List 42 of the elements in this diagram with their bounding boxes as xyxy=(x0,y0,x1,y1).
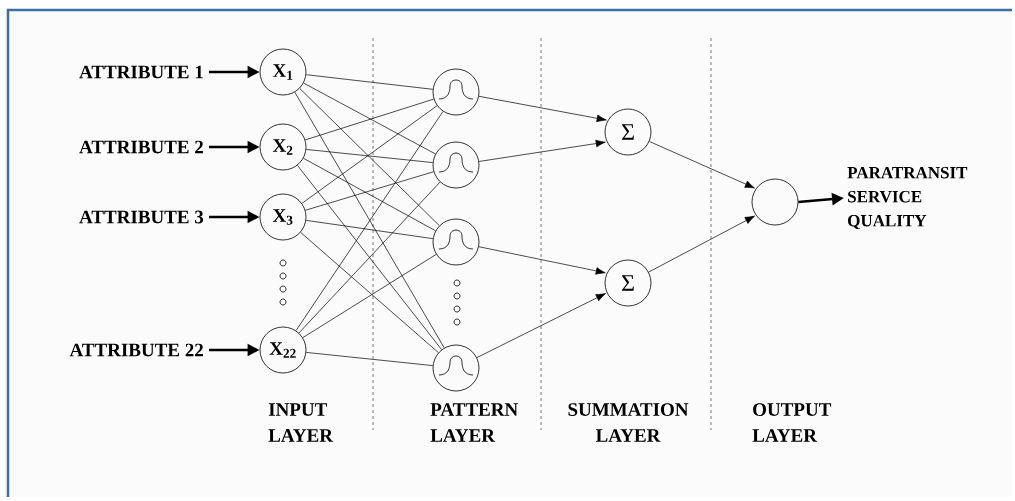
attribute-label: ATTRIBUTE 2 xyxy=(79,140,203,154)
connection-line xyxy=(302,254,437,338)
connection-line xyxy=(305,352,434,366)
arrow xyxy=(478,95,607,123)
input-neuron: X$_{1}$ xyxy=(259,48,307,96)
layer-label: OUTPUT LAYER xyxy=(752,403,832,442)
connection-line xyxy=(297,165,442,350)
arrow xyxy=(476,293,606,358)
arrow xyxy=(648,215,755,273)
input-neuron: X$_{22}$ xyxy=(259,326,307,374)
connection-line xyxy=(305,74,434,90)
layer-label: INPUT LAYER xyxy=(268,403,334,442)
connection-line xyxy=(305,220,434,239)
pattern-neuron xyxy=(432,68,480,116)
arrow xyxy=(649,141,755,189)
attribute-label: ATTRIBUTE 22 xyxy=(69,343,203,357)
connection-line xyxy=(295,111,444,331)
summation-neuron: Σ xyxy=(604,108,652,156)
input-neuron: X$_{3}$ xyxy=(259,193,307,241)
pattern-neuron xyxy=(432,344,480,392)
output-label: PARATRANSIT SERVICE QUALITY xyxy=(847,167,968,229)
attribute-label: ATTRIBUTE 1 xyxy=(79,65,203,79)
attribute-label: ATTRIBUTE 3 xyxy=(79,210,204,224)
output-neuron xyxy=(751,178,799,226)
arrow xyxy=(478,246,606,275)
connection-line xyxy=(298,181,441,334)
connection-line xyxy=(305,171,434,211)
pattern-neuron xyxy=(432,218,480,266)
connection-line xyxy=(301,105,438,204)
connection-line xyxy=(299,88,440,226)
connection-line xyxy=(303,157,436,232)
summation-neuron: Σ xyxy=(604,259,652,307)
connection-line xyxy=(300,232,439,353)
connection-line xyxy=(304,98,435,141)
connection-line xyxy=(303,82,436,155)
connection-line xyxy=(305,149,434,163)
input-neuron: X$_{2}$ xyxy=(259,123,307,171)
layer-label: SUMMATION LAYER xyxy=(568,403,689,442)
arrow xyxy=(478,139,606,162)
pattern-neuron xyxy=(432,141,480,189)
layer-label: PATTERN LAYER xyxy=(430,403,518,442)
connection-line xyxy=(294,91,445,349)
